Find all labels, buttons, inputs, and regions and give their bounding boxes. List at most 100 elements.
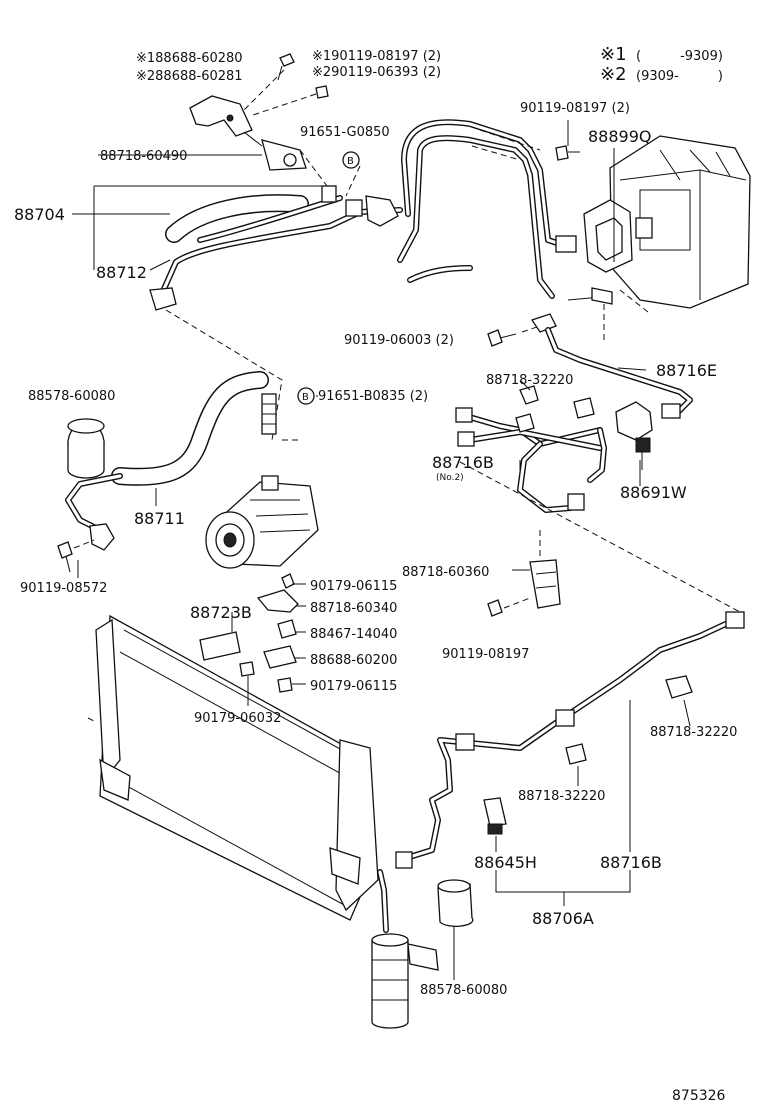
hose-88711-group	[65, 371, 300, 551]
clamp-88718-60360	[529, 559, 561, 609]
pipe-88716e-group	[530, 313, 693, 419]
label-91651-g0850: 91651-G0850	[300, 125, 390, 140]
label-88723b-sheet	[199, 631, 241, 661]
nut-90179-06032	[239, 661, 255, 677]
bolt-90119-08197-top	[555, 120, 580, 161]
bracket-88718-60340	[256, 589, 299, 613]
ring-b-icon	[342, 151, 360, 169]
label-91651-b0835: 91651-B0835 (2)	[318, 389, 428, 404]
pressure-switch-88645h	[483, 797, 507, 827]
evaporator-port	[635, 217, 653, 239]
leader-no2-to-main	[459, 461, 741, 613]
bolt-90119-08572	[57, 539, 95, 573]
label-90119-08197-x1: ※190119-08197 (2)	[312, 49, 441, 64]
clip-88718-32220-a	[519, 385, 539, 405]
label-88718-60360: 88718-60360	[402, 565, 489, 580]
pipe-no2-fitting-b	[457, 431, 475, 447]
label-88716b: 88716B	[600, 853, 662, 872]
receiver-dryer	[371, 869, 439, 1029]
evaporator-housing	[609, 135, 751, 309]
evap-pipe-fitting	[591, 287, 613, 305]
condenser-right-tank	[335, 739, 379, 912]
receiver-body	[371, 939, 409, 1029]
bracket-hole	[226, 114, 234, 122]
cushion-88578-60080-b	[437, 879, 474, 927]
hose-88711-end	[89, 523, 115, 551]
bracket-parts-mid	[199, 573, 299, 693]
label-88688-60200: 88688-60200	[310, 653, 397, 668]
leader-ring-b	[345, 165, 361, 197]
pipe-main-joint	[555, 709, 575, 727]
legend-range-2: (9309- )	[636, 69, 723, 84]
bracket-88706a	[495, 870, 631, 893]
label-88706a: 88706A	[532, 909, 594, 928]
nut-90179-06115-a	[281, 573, 295, 589]
label-88718-32220-a: 88718-32220	[486, 373, 573, 388]
legend-mark-2: ※2	[600, 64, 627, 85]
label-88718-32220-b: 88718-32220	[650, 725, 737, 740]
upper-bracket-group: B	[189, 53, 361, 197]
pipe-88716b-no2-c	[517, 441, 573, 513]
label-88716e: 88716E	[656, 361, 717, 380]
label-88645h: 88645H	[474, 853, 537, 872]
condenser	[87, 614, 379, 921]
leader-clamp-hose	[299, 149, 331, 191]
legend-mark-1: ※1	[600, 44, 627, 65]
condenser-left-tank	[95, 618, 121, 782]
label-90179-06115-a: 90179-06115	[310, 579, 397, 594]
label-88688-60280: ※188688-60280	[136, 51, 243, 66]
label-88688-60281: ※288688-60281	[136, 69, 243, 84]
clamp-ring	[283, 153, 297, 167]
pipe-fitting-b	[345, 199, 363, 217]
leader-88712-to-88711	[165, 309, 283, 441]
label-88718-32220-c: 88718-32220	[518, 789, 605, 804]
upper-bracket	[189, 95, 253, 137]
pipe-88716e-fitting	[530, 313, 557, 333]
label-90119-08197-mid: 90119-08197	[442, 647, 529, 662]
label-88718-60490: 88718-60490	[100, 149, 187, 164]
ring-b-letter: B	[347, 156, 354, 167]
label-88712: 88712	[96, 263, 147, 282]
nut-90179-06115-b	[277, 677, 293, 693]
compressor	[205, 475, 319, 569]
label-88718-60340: 88718-60340	[310, 601, 397, 616]
legend-range-1: ( -9309)	[636, 49, 723, 64]
label-90179-06115-b: 90179-06115	[310, 679, 397, 694]
clamp-88718-60360-group	[487, 559, 561, 617]
pressure-switch-88691w	[615, 401, 653, 441]
expansion-valve-inner	[595, 217, 623, 261]
clamp-88718-60490	[261, 139, 307, 171]
evap-dash-a	[479, 129, 541, 151]
clip-88718-32220-b	[665, 675, 693, 699]
pipe-main-end-fitting	[725, 611, 745, 629]
bolt-90119-08197-mid	[487, 599, 503, 617]
pipe-joint-block	[365, 195, 399, 227]
label-88691w: 88691W	[620, 483, 687, 502]
pipe-88716b-main-group	[395, 611, 745, 906]
ring-91651-b0835: B	[297, 387, 315, 405]
label-90119-08197-top: 90119-08197 (2)	[520, 101, 630, 116]
part-labels: ※188688-60280 ※288688-60281 ※190119-0819…	[14, 49, 737, 1104]
ring-b-letter-2: B	[302, 392, 309, 403]
cushion-88467-14040	[277, 619, 297, 639]
receiver-bracket	[407, 943, 439, 971]
diagram-number: 875326	[672, 1088, 726, 1104]
hose-88711-pipe	[65, 473, 123, 533]
bolt-head-top	[279, 53, 295, 67]
label-88578-60080-a: 88578-60080	[28, 389, 115, 404]
leader-bolt2-bracket	[249, 93, 317, 117]
legend: ※1 ( -9309) ※2 (9309- )	[600, 44, 723, 85]
pipe-no2-fitting-a	[455, 407, 473, 423]
cushion-88578-60080-a	[67, 418, 105, 479]
bolt-shank-top	[277, 65, 283, 81]
evap-dash-b	[471, 145, 521, 161]
clip-88718-32220-a2	[573, 397, 595, 419]
bracket-88688-60200	[263, 645, 297, 669]
clip-88718-32220-c	[565, 743, 587, 765]
pipe-no2-fitting-c	[567, 493, 585, 511]
bracket-link	[243, 131, 263, 147]
pipe-88712-end-fitting	[149, 287, 177, 311]
label-88467-14040: 88467-14040	[310, 627, 397, 642]
unit-88899q	[567, 135, 751, 340]
pipe-88716e-end	[661, 403, 681, 419]
